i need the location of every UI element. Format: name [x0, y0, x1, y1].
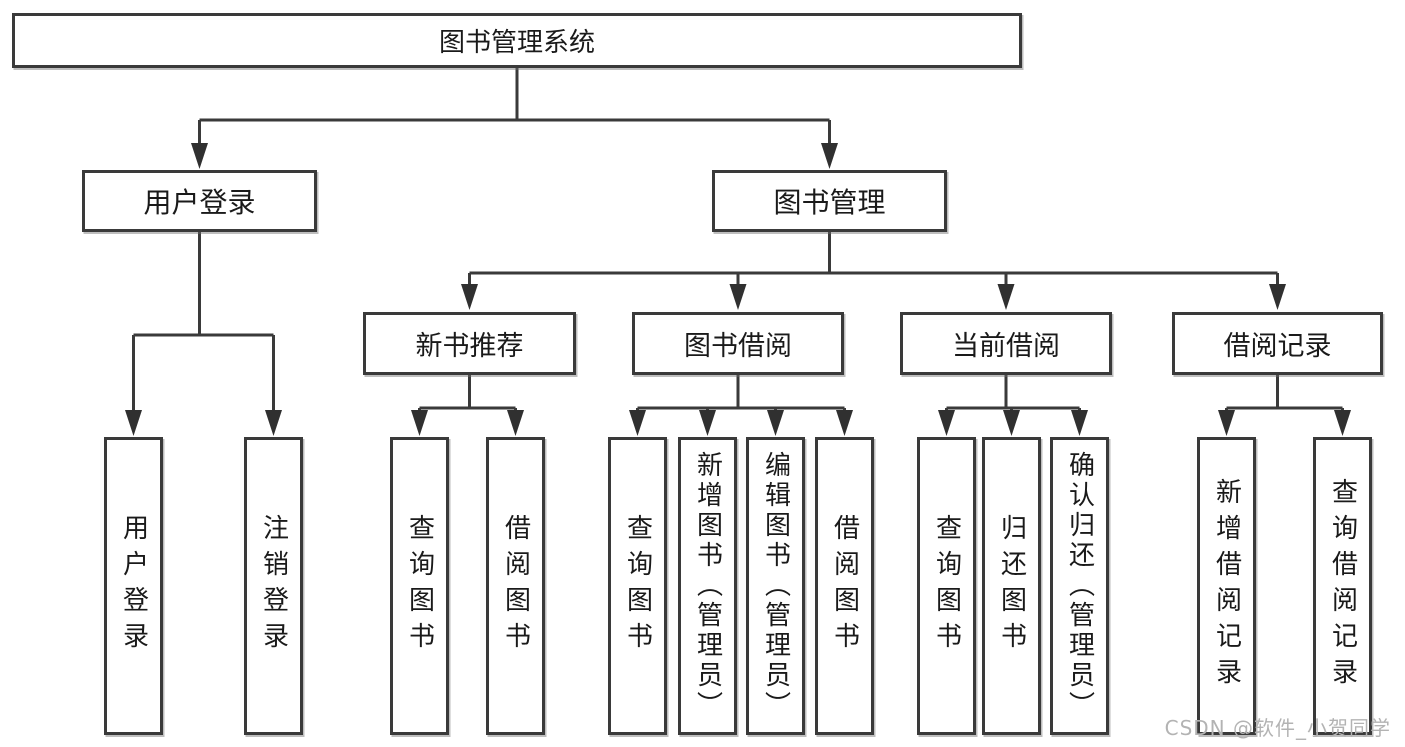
arrowhead-icon	[699, 410, 716, 436]
leaf-add-books-admin: 新增图书（管理员）	[678, 437, 737, 735]
leaf-logout-login: 注销登录	[244, 437, 303, 735]
arrowhead-icon	[729, 284, 747, 310]
leaf-edit-books-admin: 编辑图书（管理员）	[746, 437, 805, 735]
node-current-borrowing-label: 当前借阅	[952, 331, 1060, 362]
arrowhead-icon	[821, 143, 838, 169]
arrowhead-icon	[1334, 410, 1351, 436]
arrowhead-icon	[507, 410, 524, 436]
node-book-borrowing: 图书借阅	[632, 312, 844, 375]
arrowhead-icon	[938, 410, 955, 436]
leaf-query-borrow-record: 查询借阅记录	[1313, 437, 1372, 735]
leaf-borrow-books-borrow-label: 借阅图书	[829, 514, 860, 658]
leaf-user-login: 用户登录	[104, 437, 163, 735]
node-book-management: 图书管理	[712, 170, 947, 232]
leaf-user-login-label: 用户登录	[118, 514, 149, 658]
csdn-watermark: CSDN @软件_小贺同学	[1164, 716, 1391, 740]
node-root: 图书管理系统	[12, 13, 1022, 68]
arrowhead-icon	[767, 410, 784, 436]
leaf-query-books-recommend-label: 查询图书	[404, 514, 435, 658]
node-book-borrowing-label: 图书借阅	[684, 331, 792, 362]
leaf-return-books-label: 归还图书	[996, 514, 1027, 658]
leaf-add-borrow-record: 新增借阅记录	[1197, 437, 1256, 735]
leaf-add-books-admin-label: 新增图书（管理员）	[692, 451, 723, 721]
node-user-login-label: 用户登录	[143, 186, 256, 219]
arrowhead-icon	[461, 284, 478, 310]
leaf-confirm-return-admin-label: 确认归还（管理员）	[1064, 451, 1095, 721]
node-root-label: 图书管理系统	[438, 28, 595, 58]
leaf-query-borrow-record-label: 查询借阅记录	[1327, 478, 1358, 694]
leaf-borrow-books-recommend: 借阅图书	[486, 437, 545, 735]
arrowhead-icon	[265, 410, 282, 436]
leaf-query-books-current-label: 查询图书	[931, 514, 962, 658]
arrowhead-icon	[191, 143, 208, 169]
arrowhead-icon	[411, 410, 428, 436]
leaf-return-books: 归还图书	[982, 437, 1041, 735]
node-current-borrowing: 当前借阅	[900, 312, 1112, 375]
arrowhead-icon	[836, 410, 853, 436]
arrowhead-icon	[1218, 410, 1235, 436]
leaf-query-books-borrow-label: 查询图书	[622, 514, 653, 658]
node-borrowing-records-label: 借阅记录	[1223, 331, 1332, 362]
leaf-borrow-books-recommend-label: 借阅图书	[500, 514, 531, 658]
arrowhead-icon	[1269, 284, 1286, 310]
leaf-logout-login-label: 注销登录	[258, 514, 289, 658]
leaf-edit-books-admin-label: 编辑图书（管理员）	[760, 451, 791, 721]
node-book-management-label: 图书管理	[773, 186, 886, 219]
leaf-query-books-borrow: 查询图书	[608, 437, 667, 735]
leaf-borrow-books-borrow: 借阅图书	[815, 437, 874, 735]
arrowhead-icon	[125, 410, 142, 436]
arrowhead-icon	[997, 284, 1015, 310]
node-new-book-recommendation-label: 新书推荐	[415, 331, 524, 362]
node-new-book-recommendation: 新书推荐	[363, 312, 576, 375]
leaf-query-books-current: 查询图书	[917, 437, 976, 735]
leaf-confirm-return-admin: 确认归还（管理员）	[1050, 437, 1109, 735]
arrowhead-icon	[1071, 410, 1088, 436]
leaf-query-books-recommend: 查询图书	[390, 437, 449, 735]
arrowhead-icon	[1003, 410, 1020, 436]
arrowhead-icon	[629, 410, 646, 436]
leaf-add-borrow-record-label: 新增借阅记录	[1211, 478, 1242, 694]
node-borrowing-records: 借阅记录	[1172, 312, 1383, 375]
node-user-login: 用户登录	[82, 170, 317, 232]
